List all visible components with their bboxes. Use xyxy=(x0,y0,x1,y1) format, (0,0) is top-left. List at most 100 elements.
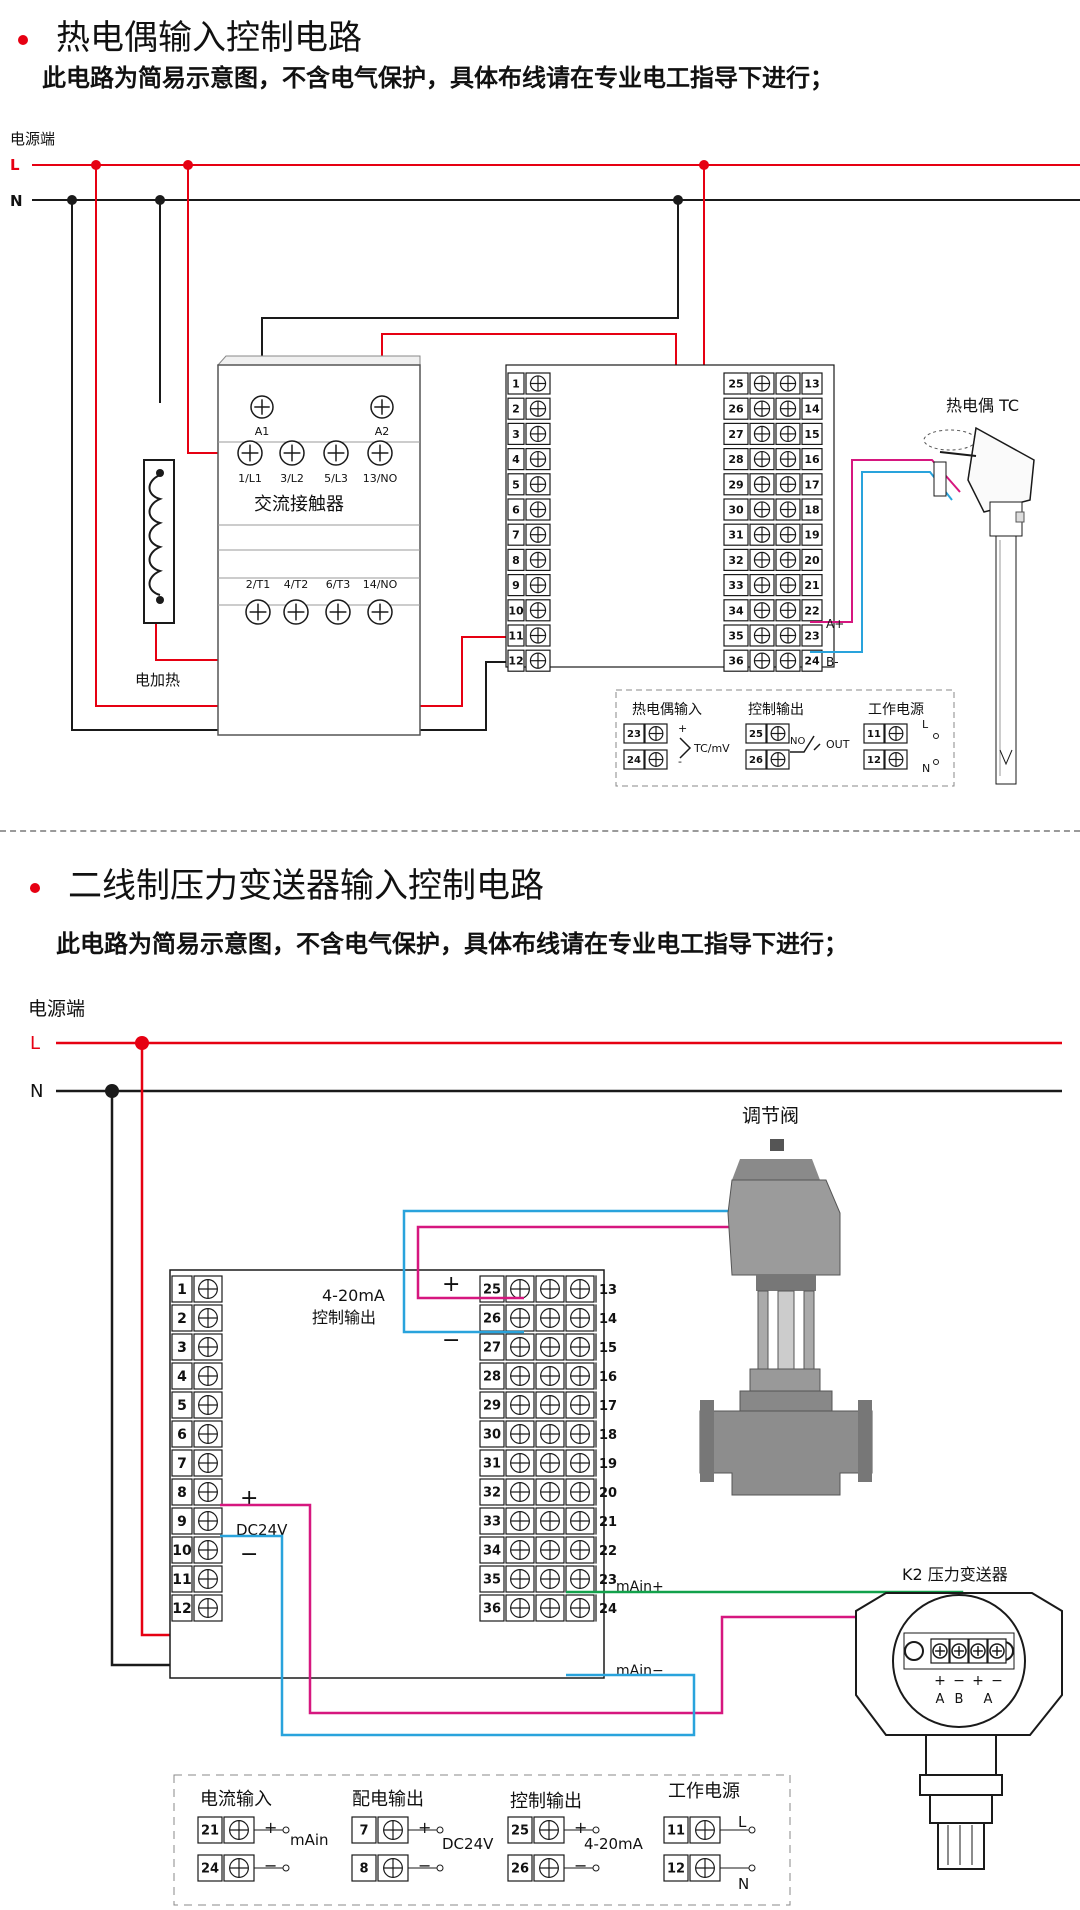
terminal-screw-icon xyxy=(535,1362,565,1390)
terminal-number: 8 xyxy=(359,1862,368,1877)
terminal-screw-icon xyxy=(565,1594,595,1622)
terminal-screw-icon xyxy=(884,749,908,770)
terminal-screw-icon xyxy=(749,624,775,647)
terminal-screw-icon xyxy=(644,723,668,744)
terminal-number: 11 xyxy=(508,629,523,642)
legend-dc24v: DC24V xyxy=(442,1835,494,1853)
terminal-screw-icon xyxy=(565,1565,595,1593)
terminal-number: 17 xyxy=(599,1399,617,1414)
contactor-terminal-label: 4/T2 xyxy=(284,578,308,591)
bullet-icon xyxy=(18,34,28,45)
thermocouple-label: 热电偶 TC xyxy=(946,396,1019,415)
section1-title: 热电偶输入控制电路 xyxy=(18,10,362,59)
terminal-label: 6 xyxy=(171,1420,193,1448)
legend-main: mAin xyxy=(290,1831,329,1849)
contactor-terminal-icon xyxy=(245,599,271,625)
terminal-screw-icon xyxy=(505,1362,535,1390)
terminal-screw-icon xyxy=(535,1507,565,1535)
terminal-number: 25 xyxy=(728,377,743,390)
power-label: 电源端 xyxy=(28,998,85,1020)
terminal-screw-icon xyxy=(377,1854,409,1882)
contactor-terminal-icon xyxy=(323,440,349,466)
terminal-label: 34 xyxy=(723,599,749,622)
terminal-number: 14 xyxy=(599,1312,617,1327)
terminal-label: 35 xyxy=(723,624,749,647)
terminal-screw-icon xyxy=(689,1854,721,1882)
power-label: 电源端 xyxy=(10,130,55,148)
terminal-label: 18 xyxy=(801,498,823,521)
terminal-screw-icon xyxy=(533,1816,565,1844)
coil-terminal-icon xyxy=(370,395,394,419)
terminal-label: 34 xyxy=(479,1536,505,1564)
terminal-screw-icon xyxy=(884,723,908,744)
terminal-number: 7 xyxy=(512,529,520,542)
terminal-screw-icon xyxy=(223,1854,255,1882)
terminal-number: 7 xyxy=(177,1456,187,1472)
terminal-screw-icon xyxy=(775,397,801,420)
legend-2: 电流输入 配电输出 控制输出 工作电源 21+24−7+8−25+26−1112… xyxy=(173,1774,791,1906)
terminal-label: 26 xyxy=(723,397,749,420)
terminal-number: 30 xyxy=(728,503,744,516)
terminal-label: 36 xyxy=(723,649,749,672)
legend-power: 工作电源 xyxy=(668,1781,740,1802)
terminal-label: 10 xyxy=(507,599,525,622)
terminal-number: 23 xyxy=(599,1573,617,1588)
terminal-label: 27 xyxy=(723,422,749,445)
terminal-label: 32 xyxy=(479,1478,505,1506)
terminal-number: 5 xyxy=(177,1398,187,1414)
a-plus-label: A+ xyxy=(826,617,844,631)
coil-terminal-label: A2 xyxy=(375,425,390,438)
legend-terminal-label: 24 xyxy=(623,749,645,770)
terminal-label: 29 xyxy=(723,473,749,496)
terminal-number: 22 xyxy=(599,1544,617,1559)
terminal-number: 10 xyxy=(508,604,524,617)
transmitter-label: K2 压力变送器 xyxy=(902,1565,1008,1584)
terminal-screw-icon xyxy=(535,1391,565,1419)
terminal-label: 5 xyxy=(171,1391,193,1419)
legend-sign: + xyxy=(418,1818,431,1837)
legend-sign: − xyxy=(264,1856,277,1875)
terminal-screw-icon xyxy=(565,1536,595,1564)
thermocouple: 热电偶 TC xyxy=(923,396,1035,785)
terminal-label: 35 xyxy=(479,1565,505,1593)
terminal-screw-icon xyxy=(775,574,801,597)
terminal-screw-icon xyxy=(565,1275,595,1303)
legend-tc-input: 热电偶输入 xyxy=(632,702,702,718)
terminal-screw-icon xyxy=(377,1816,409,1844)
terminal-screw-icon xyxy=(775,523,801,546)
contactor-terminal-icon xyxy=(367,599,393,625)
terminal-label: 30 xyxy=(723,498,749,521)
terminal-screw-icon xyxy=(689,1816,721,1844)
n-label: N xyxy=(30,1081,43,1102)
terminal-number: 10 xyxy=(172,1543,192,1559)
terminal-number: 26 xyxy=(728,403,744,416)
terminal-screw-icon xyxy=(525,599,551,622)
terminal-number: 22 xyxy=(804,604,819,617)
terminal-label: 9 xyxy=(507,574,525,597)
terminal-number: 20 xyxy=(599,1486,617,1501)
terminal-number: 2 xyxy=(177,1311,187,1327)
terminal-number: 9 xyxy=(177,1514,187,1530)
terminal-number: 16 xyxy=(804,453,820,466)
terminal-number: 21 xyxy=(599,1515,617,1530)
terminal-screw-icon xyxy=(525,574,551,597)
terminal-screw-icon xyxy=(749,372,775,395)
terminal-screw-icon xyxy=(565,1478,595,1506)
switch-symbol xyxy=(790,735,821,753)
valve-label: 调节阀 xyxy=(742,1105,799,1127)
section1-note: 此电路为简易示意图，不含电气保护，具体布线请在专业电工指导下进行； xyxy=(42,64,834,92)
contactor-terminal-icon xyxy=(325,599,351,625)
transmitter-term-label: A xyxy=(984,1692,993,1707)
terminal-screw-icon xyxy=(193,1333,223,1361)
terminal-number: 32 xyxy=(728,554,743,567)
terminal-screw-icon xyxy=(533,1854,565,1882)
section-divider xyxy=(0,830,1080,832)
terminal-screw-icon xyxy=(223,1816,255,1844)
terminal-number: 25 xyxy=(483,1283,501,1298)
terminal-number: 30 xyxy=(483,1428,501,1443)
terminal-label: 1 xyxy=(507,372,525,395)
terminal-screw-icon xyxy=(525,498,551,521)
terminal-screw-icon xyxy=(749,498,775,521)
terminal-number: 1 xyxy=(512,377,520,390)
terminal-screw-icon xyxy=(193,1449,223,1477)
